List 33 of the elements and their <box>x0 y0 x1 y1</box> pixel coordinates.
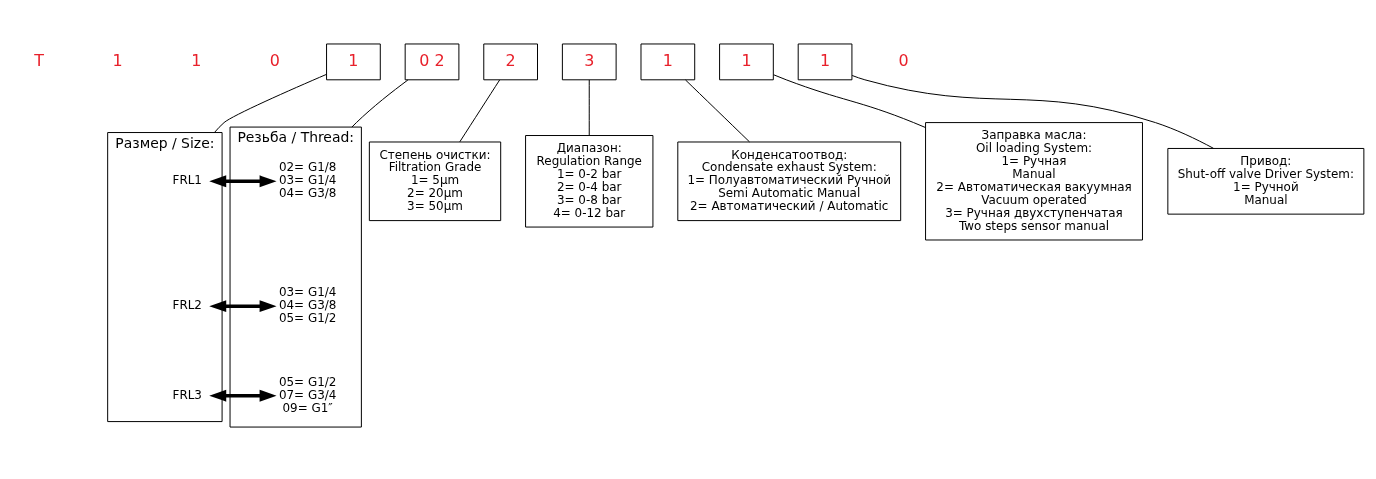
connector <box>213 73 327 134</box>
node-text: 05= G1/2 07= G3/4 09= G1″ <box>278 374 337 415</box>
node-box: 1 <box>326 43 381 81</box>
node-box: 1 <box>797 43 853 81</box>
arrow <box>209 300 277 313</box>
label: 1 <box>112 50 123 70</box>
node-box: 2 <box>483 43 538 81</box>
label: 0 <box>898 50 909 70</box>
node-box: Конденсатоотвод: Condensate exhaust System: 1= Полуавтоматический Ручной Semi Automatic Manual 2= Автоматический / Automatic <box>677 141 902 222</box>
connector <box>459 79 501 143</box>
label: 0 <box>269 50 280 70</box>
node-box: Заправка масла: Oil loading System: 1= Ручная Manual 2= Автоматическая вакуумная Vacuum operated 3= Ручная двухступенчатая Two steps sensor manual <box>925 122 1143 241</box>
label: T <box>34 50 44 70</box>
node-box: Степень очистки: Filtration Grade 1= 5µm 2= 20µm 3= 50µm <box>368 141 502 222</box>
node-box: Привод: Shut-off valve Driver System: 1= Ручной Manual <box>1167 147 1365 215</box>
node-text: FRL1 <box>172 173 202 188</box>
node-text: FRL2 <box>172 298 202 313</box>
label: 1 <box>191 50 202 70</box>
node-text: 02= G1/8 03= G1/4 04= G3/8 <box>278 160 337 201</box>
node-text: FRL3 <box>172 387 202 402</box>
node-box: 0 2 <box>404 43 460 81</box>
connector <box>588 79 590 136</box>
arrow <box>209 389 277 402</box>
connector <box>851 74 1214 149</box>
connector <box>351 79 409 128</box>
arrow <box>209 175 277 188</box>
node-box: Диапазон: Regulation Range 1= 0-2 bar 2= 0-4 bar 3= 0-8 bar 4= 0-12 bar <box>525 135 654 228</box>
connector <box>685 79 750 143</box>
node-box: 3 <box>561 43 617 81</box>
node-box: 1 <box>719 43 774 81</box>
node-box: 1 <box>640 43 696 81</box>
node-text: 03= G1/4 04= G3/8 05= G1/2 <box>278 285 337 326</box>
connector <box>773 74 926 128</box>
